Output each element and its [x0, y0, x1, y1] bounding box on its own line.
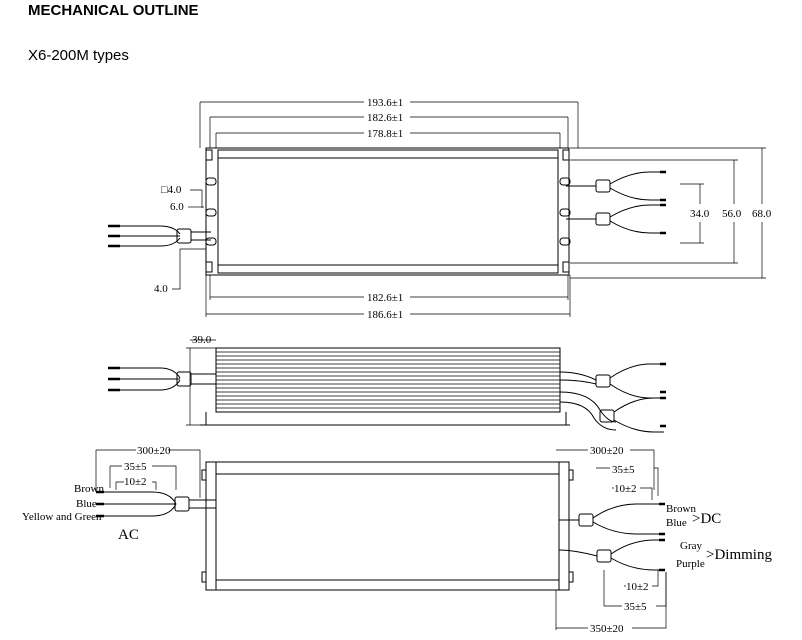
dim-line-right-bot-tip [624, 570, 659, 587]
top-view-tabs-right [562, 149, 569, 273]
dimming-wires [558, 538, 665, 572]
side-view-base [200, 412, 570, 426]
right-top-len-label: 300±20 [590, 445, 624, 457]
wire-yellow-green-label: Yellow and Green [22, 511, 102, 523]
top-view-slot [559, 177, 571, 186]
dc-wires [559, 502, 665, 536]
dim-square-label: □4.0 [161, 184, 182, 196]
dim-mount-label: 182.6±1 [367, 112, 403, 124]
ac-label: AC [118, 527, 139, 543]
side-view-fins [216, 351, 560, 409]
dim-slot-label: 6.0 [170, 201, 184, 213]
left-strip-label: 35±5 [124, 461, 147, 473]
dim-line-square [190, 189, 203, 208]
dim-line-hole [172, 248, 206, 290]
dim-line-right-top-len [556, 449, 655, 490]
top-view-slot [559, 237, 571, 246]
top-view: 193.6±1 182.6±1 178.8±1 182.6±1 186.6±1 … [108, 97, 772, 321]
top-view-body [217, 149, 559, 274]
right-bot-strip-label: 35±5 [624, 601, 647, 613]
top-view-plate [205, 147, 570, 276]
dimming-label: >Dimming [706, 547, 772, 563]
wire-brown-label: Brown [74, 483, 104, 495]
side-view-right-wires [559, 362, 666, 433]
bottom-view-plate [205, 461, 570, 591]
dc-blue-label: Blue [666, 517, 687, 529]
right-top-tip-label: 10±2 [614, 483, 637, 495]
dim-line-mount [209, 116, 569, 148]
wire-blue-label: Blue [76, 498, 97, 510]
dim-line-height [186, 347, 216, 426]
dim-line-h2 [570, 159, 738, 264]
dim-height-label: 39.0 [192, 334, 212, 346]
bottom-view: 300±20 35±5 10±2 Brown Blue Yellow and G… [22, 445, 772, 635]
left-tip-label: 10±2 [124, 476, 147, 488]
dim-h2-label: 56.0 [722, 208, 742, 220]
right-bot-len-label: 350±20 [590, 623, 624, 635]
right-bot-tip-label: 10±2 [626, 581, 649, 593]
bottom-view-tabs-right [569, 469, 574, 583]
side-view: 39.0 [108, 334, 666, 433]
dim-purple-label: Purple [676, 558, 705, 570]
dim-line-right-top-tip [612, 487, 653, 500]
dim-line-right-bot-len [555, 572, 667, 630]
dim-line-h3 [570, 147, 766, 279]
page-subtitle: X6-200M types [28, 47, 129, 64]
top-view-tabs-left [206, 149, 213, 273]
dim-line-bottom-2 [205, 275, 571, 317]
dim-line-left-len [95, 449, 201, 498]
dim-line-body [215, 132, 561, 148]
top-view-left-wires [108, 224, 211, 248]
dim-body-label: 178.8±1 [367, 128, 403, 140]
bottom-view-body [215, 461, 560, 591]
page-title: MECHANICAL OUTLINE [28, 2, 199, 19]
dim-line-right-top-strip [596, 467, 659, 496]
dim-line-h1 [680, 183, 704, 244]
top-view-slot [205, 177, 217, 186]
top-view-slot [559, 208, 571, 217]
ac-wires [96, 490, 216, 518]
dim-bottom-2-label: 186.6±1 [367, 309, 403, 321]
right-top-strip-label: 35±5 [612, 464, 635, 476]
side-view-left-wires [108, 366, 216, 392]
dim-hole-label: 4.0 [154, 283, 168, 295]
dim-line-left-strip [109, 465, 177, 490]
dim-h3-label: 68.0 [752, 208, 772, 220]
dim-bottom-1-label: 182.6±1 [367, 292, 403, 304]
left-len-label: 300±20 [137, 445, 171, 457]
dim-overall-label: 193.6±1 [367, 97, 403, 109]
dc-label: >DC [692, 511, 721, 527]
top-view-right-wires [566, 170, 666, 235]
top-view-slot [205, 208, 217, 217]
bottom-view-tabs-left [201, 469, 206, 583]
dc-brown-label: Brown [666, 503, 696, 515]
top-view-slot [205, 237, 217, 246]
dim-h1-label: 34.0 [690, 208, 710, 220]
dim-line-bottom-1 [209, 275, 569, 300]
dim-gray-label: Gray [680, 540, 702, 552]
dim-line-left-tip [115, 481, 157, 490]
dim-line-overall [199, 101, 579, 148]
